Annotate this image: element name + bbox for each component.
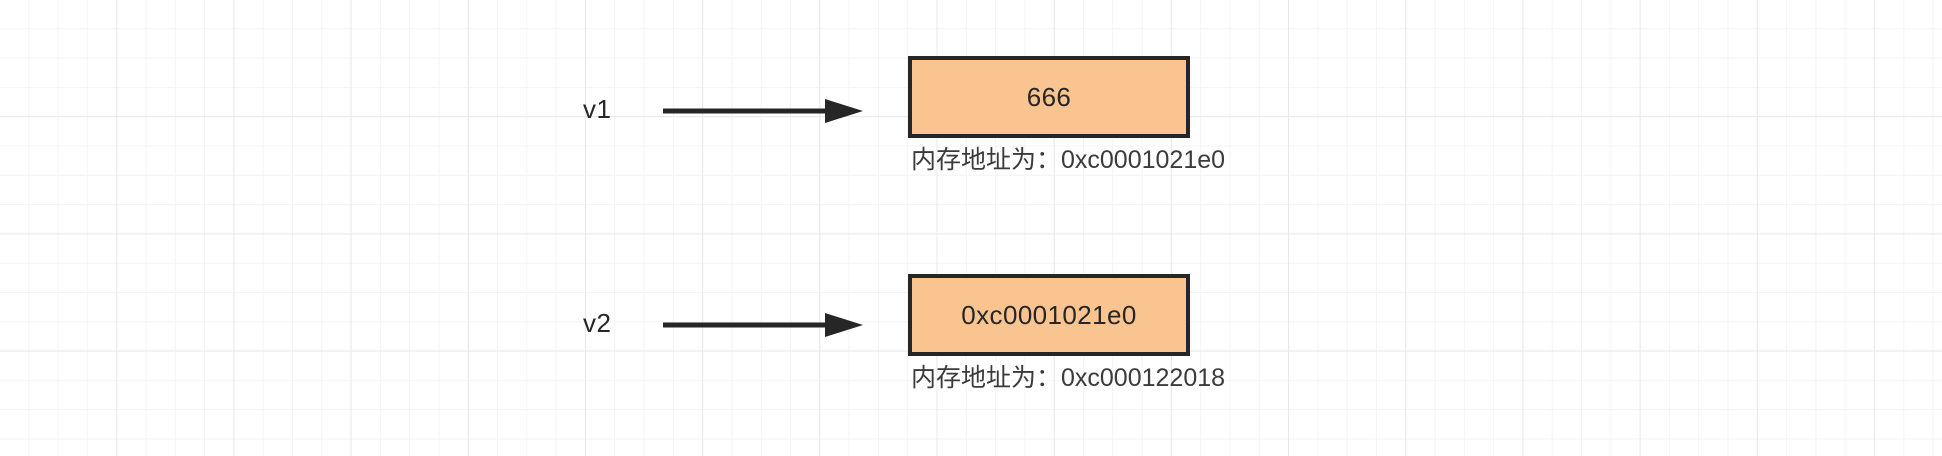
variable-label-v2: v2 bbox=[583, 308, 612, 338]
memory-box-value-v2: 0xc0001021e0 bbox=[961, 299, 1137, 330]
memory-address-caption-v1: 内存地址为：0xc0001021e0 bbox=[911, 146, 1226, 174]
memory-address-caption-v2: 内存地址为：0xc000122018 bbox=[911, 364, 1226, 392]
variable-label-v1: v1 bbox=[583, 94, 612, 124]
arrow-right-icon-v1 bbox=[663, 96, 863, 126]
memory-box-v1: 666 bbox=[908, 56, 1190, 138]
arrow-right-icon-v2 bbox=[663, 310, 863, 340]
memory-box-value-v1: 666 bbox=[1026, 81, 1072, 112]
memory-box-v2: 0xc0001021e0 bbox=[908, 274, 1190, 356]
